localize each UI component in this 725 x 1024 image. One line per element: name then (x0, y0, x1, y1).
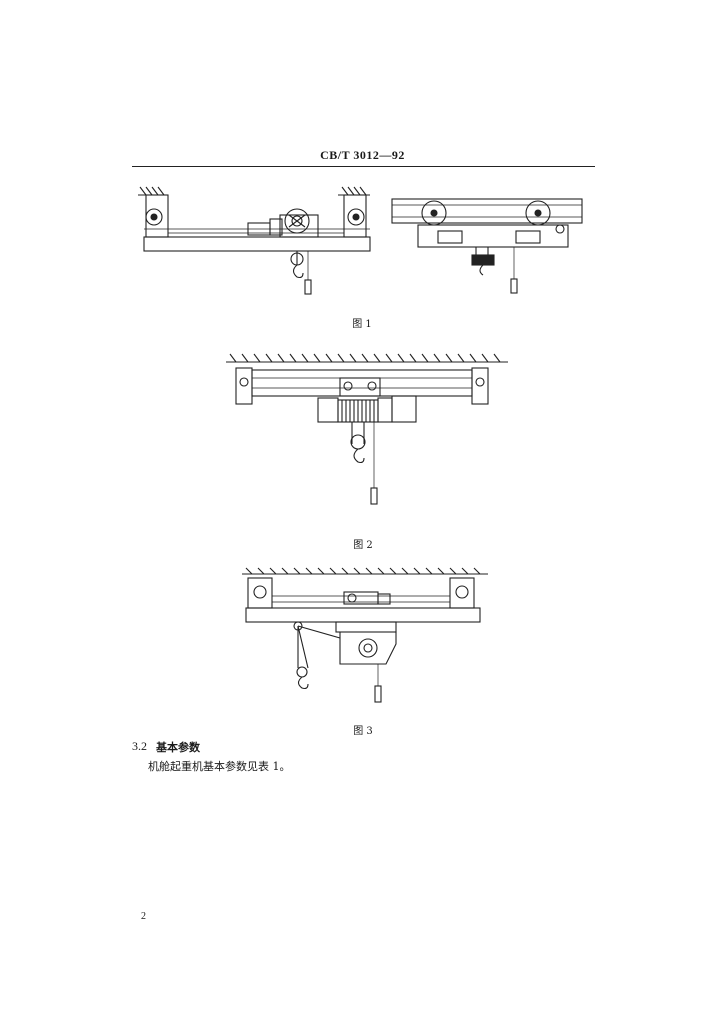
page-number: 2 (141, 911, 146, 922)
hoist-drum (284, 208, 310, 234)
runway-rail (391, 198, 583, 224)
hoist-housing (339, 631, 397, 665)
ceiling-hatch-right (338, 186, 370, 196)
section-title: 基本参数 (156, 741, 200, 754)
end-carriage-right (449, 577, 475, 609)
pendant-control (304, 279, 312, 295)
hook-block (296, 666, 308, 678)
hook (292, 264, 304, 279)
hoist-motor (391, 395, 417, 423)
figure-1-right-drawing (391, 198, 583, 294)
figure-2-caption: 图 2 (353, 540, 373, 551)
hook-block (471, 254, 495, 266)
header-rule (132, 166, 595, 167)
trolley-frame (417, 224, 569, 248)
figure-3-drawing (242, 567, 488, 703)
figure-1-left-drawing (138, 186, 371, 295)
hook (297, 676, 309, 690)
figure-2-drawing (226, 353, 508, 505)
section-body-text: 机舱起重机基本参数见表 1。 (148, 760, 291, 773)
main-girder (251, 369, 473, 397)
main-girder (245, 607, 481, 623)
figure-3-caption: 图 3 (353, 726, 373, 737)
hoist-drum (358, 638, 378, 658)
section-number: 3.2 (132, 739, 147, 753)
pendant-control (370, 487, 378, 505)
standard-code-header: CB/T 3012—92 (320, 148, 405, 162)
end-carriage-left (247, 577, 273, 609)
gearbox (317, 397, 339, 423)
hook (353, 448, 365, 464)
hook-block (350, 434, 366, 450)
pendant-control (510, 278, 518, 294)
trolley (339, 377, 381, 397)
main-girder (143, 236, 371, 252)
ceiling-hatch-left (138, 186, 166, 196)
pendant-control (374, 685, 382, 703)
figure-1-caption: 图 1 (352, 319, 372, 330)
